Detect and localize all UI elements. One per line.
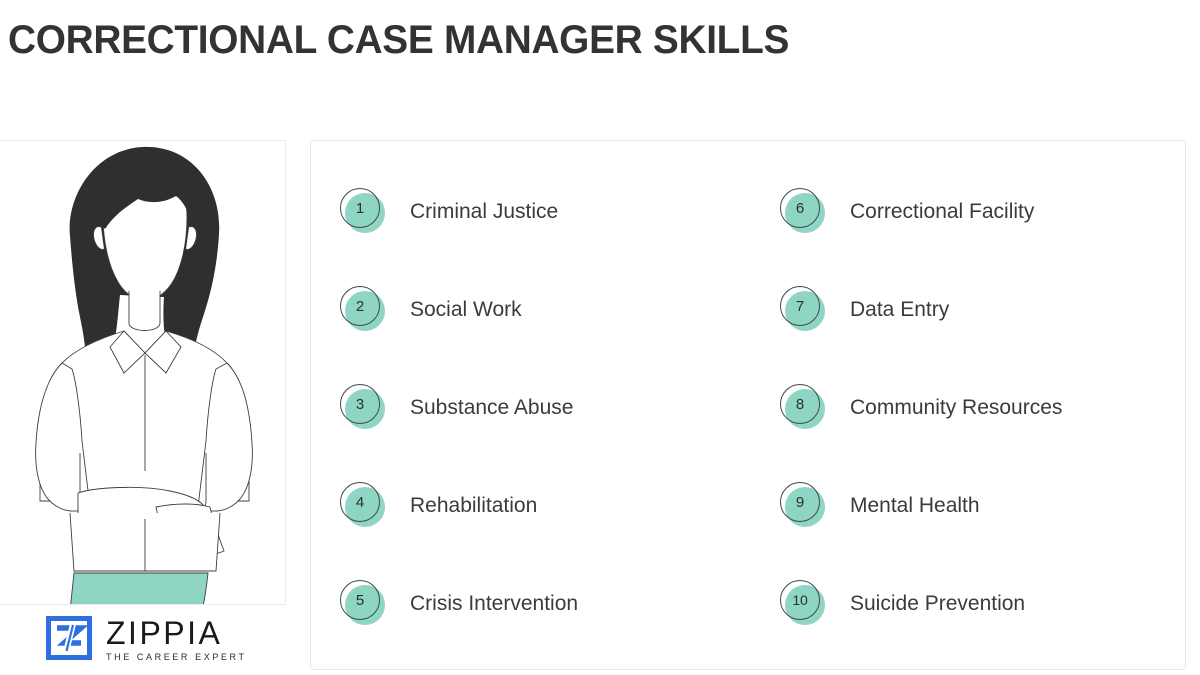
brand-wordmark: ZIPPIA <box>106 615 223 651</box>
badge-number: 9 <box>795 493 805 511</box>
skill-label: Social Work <box>410 298 522 321</box>
arm-left-upper <box>35 362 91 512</box>
skill-label: Data Entry <box>850 298 950 321</box>
badge-number: 5 <box>355 591 365 609</box>
rank-badge-3: 3 <box>340 384 388 432</box>
brand-tagline: THE CAREER EXPERT <box>106 652 247 662</box>
skill-label: Suicide Prevention <box>850 592 1026 615</box>
skill-label: Community Resources <box>850 396 1063 419</box>
rank-badge-9: 9 <box>780 482 828 530</box>
badge-ring <box>340 286 380 326</box>
zippia-z-logo-icon <box>46 616 92 665</box>
skill-label: Correctional Facility <box>850 200 1035 223</box>
skill-item-8[interactable]: 8 Community Resources <box>748 359 1185 457</box>
pants-shape <box>70 572 209 604</box>
rank-badge-7: 7 <box>780 286 828 334</box>
badge-number: 3 <box>355 395 365 413</box>
skill-label: Substance Abuse <box>410 396 574 419</box>
badge-number: 8 <box>795 395 805 413</box>
skill-label: Crisis Intervention <box>410 592 579 615</box>
skills-card: 1 Criminal Justice 6 Correctional Facili… <box>310 140 1186 670</box>
badge-number: 7 <box>795 297 805 315</box>
badge-number: 1 <box>355 199 365 217</box>
badge-ring <box>340 482 380 522</box>
skill-label: Mental Health <box>850 494 980 517</box>
skill-item-3[interactable]: 3 Substance Abuse <box>311 359 748 457</box>
rank-badge-10: 10 <box>780 580 828 628</box>
ear-right <box>185 226 197 250</box>
badge-number: 10 <box>792 592 808 608</box>
rank-badge-2: 2 <box>340 286 388 334</box>
page-title: CORRECTIONAL CASE MANAGER SKILLS <box>8 18 790 62</box>
skill-label: Criminal Justice <box>410 200 559 223</box>
badge-number: 2 <box>355 297 365 315</box>
woman-arms-crossed-illustration <box>35 146 253 604</box>
badge-ring <box>780 482 820 522</box>
collar-left <box>109 330 146 374</box>
badge-ring <box>340 188 380 228</box>
badge-number: 6 <box>795 199 805 217</box>
badge-ring <box>340 384 380 424</box>
illustration-panel <box>0 140 286 605</box>
badge-ring <box>340 580 380 620</box>
skill-item-6[interactable]: 6 Correctional Facility <box>748 163 1185 261</box>
collar-right <box>144 330 182 374</box>
rank-badge-8: 8 <box>780 384 828 432</box>
badge-number: 4 <box>355 493 365 511</box>
rank-badge-4: 4 <box>340 482 388 530</box>
badge-ring <box>780 580 820 620</box>
skill-item-10[interactable]: 10 Suicide Prevention <box>748 555 1185 653</box>
skill-item-1[interactable]: 1 Criminal Justice <box>311 163 748 261</box>
badge-ring <box>780 286 820 326</box>
rank-badge-6: 6 <box>780 188 828 236</box>
rank-badge-1: 1 <box>340 188 388 236</box>
skill-item-2[interactable]: 2 Social Work <box>311 261 748 359</box>
brand-logo[interactable]: ZIPPIA THE CAREER EXPERT <box>0 606 286 675</box>
arm-right-upper <box>197 362 253 512</box>
hair-fringe <box>99 161 193 229</box>
badge-ring <box>780 188 820 228</box>
neck-shape <box>128 291 161 331</box>
rank-badge-5: 5 <box>340 580 388 628</box>
skill-item-9[interactable]: 9 Mental Health <box>748 457 1185 555</box>
skill-item-4[interactable]: 4 Rehabilitation <box>311 457 748 555</box>
ear-left <box>93 226 105 250</box>
skill-item-5[interactable]: 5 Crisis Intervention <box>311 555 748 653</box>
skill-item-7[interactable]: 7 Data Entry <box>748 261 1185 359</box>
skill-label: Rehabilitation <box>410 494 538 517</box>
badge-ring <box>780 384 820 424</box>
skills-grid: 1 Criminal Justice 6 Correctional Facili… <box>311 141 1185 669</box>
